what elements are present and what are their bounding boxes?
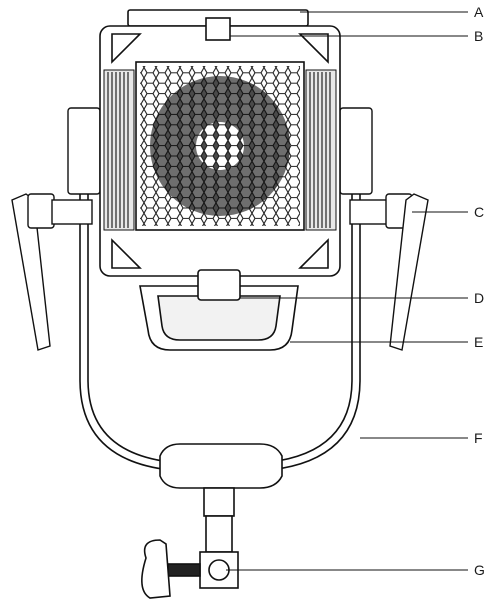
handle-latch	[197, 269, 241, 301]
callout-g: G	[474, 562, 485, 578]
carry-handle	[139, 285, 299, 351]
callout-labels: A B C D E F G	[474, 4, 485, 578]
left-lock-handle	[11, 107, 101, 351]
callout-f: F	[474, 430, 483, 446]
top-clip	[205, 17, 231, 41]
right-lock-handle	[339, 107, 429, 351]
mounting-spigot	[141, 515, 239, 599]
yoke-center-mount	[159, 443, 283, 517]
callout-e: E	[474, 334, 483, 350]
callout-a: A	[474, 4, 484, 20]
callout-leaders	[226, 11, 468, 571]
callout-b: B	[474, 28, 483, 44]
corner-brackets	[111, 33, 329, 269]
fan-grill	[135, 61, 305, 231]
callout-d: D	[474, 290, 484, 306]
cooling-fins	[107, 72, 331, 228]
callout-c: C	[474, 204, 484, 220]
